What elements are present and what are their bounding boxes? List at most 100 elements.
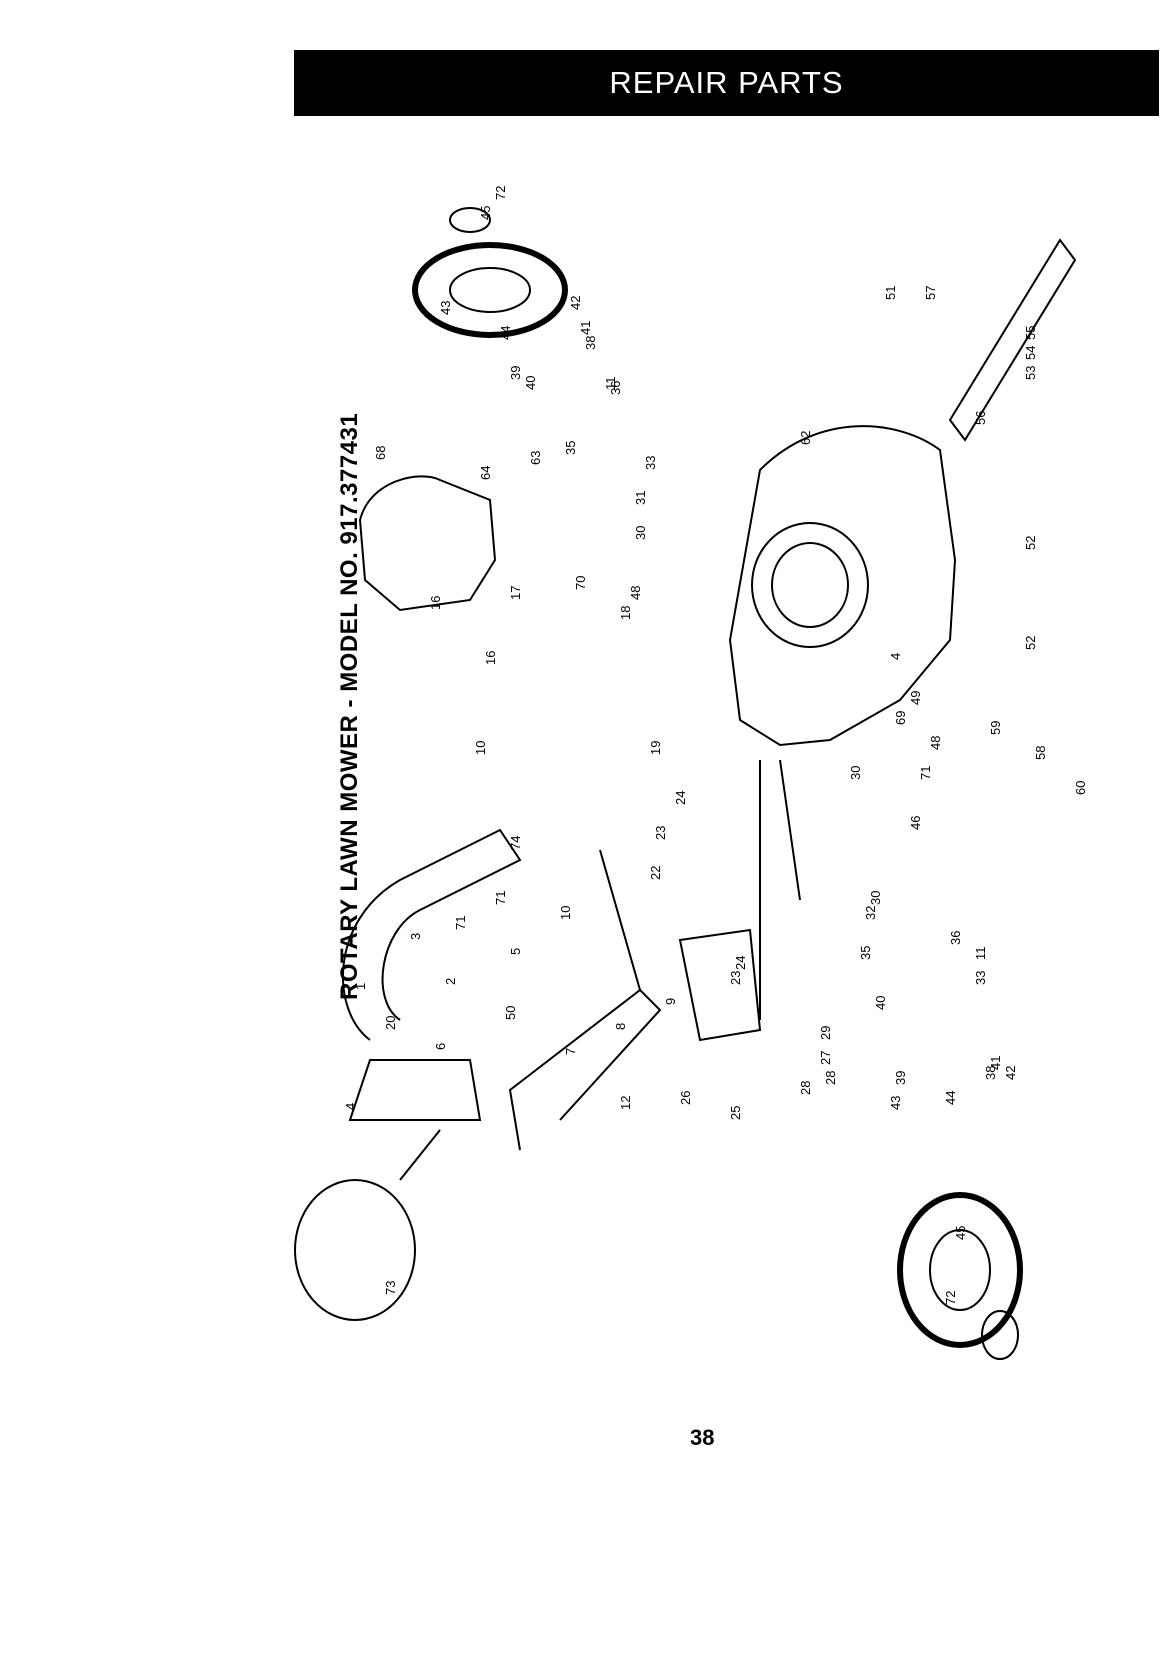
rear-wheel-top [412,242,568,338]
part-callout: 29 [818,1026,833,1040]
part-callout: 33 [973,971,988,985]
part-callout: 43 [438,301,453,315]
part-callout: 44 [498,326,513,340]
part-callout: 38 [583,336,598,350]
part-callout: 2 [443,978,458,985]
part-callout: 51 [883,286,898,300]
grass-bag-frame [348,1059,482,1121]
part-callout: 20 [383,1016,398,1030]
part-callout: 7 [563,1048,578,1055]
rear-wheel-bottom [897,1192,1023,1348]
part-callout: 28 [823,1071,838,1085]
part-callout: 5 [508,948,523,955]
part-callout: 69 [893,711,908,725]
part-callout: 38 [983,1066,998,1080]
part-callout: 10 [473,741,488,755]
upper-handle [342,828,522,1041]
part-callout: 33 [643,456,658,470]
part-callout: 4 [888,653,903,660]
part-callout: 50 [503,1006,518,1020]
part-callout: 26 [678,1091,693,1105]
page-title: REPAIR PARTS [609,65,844,100]
part-callout: 52 [1023,536,1038,550]
part-callout: 28 [798,1081,813,1095]
part-callout: 11 [973,947,988,961]
part-callout: 11 [603,377,618,391]
part-callout: 30 [633,526,648,540]
part-callout: 48 [928,736,943,750]
part-callout: 42 [568,296,583,310]
part-callout: 24 [733,956,748,970]
part-callout: 40 [873,996,888,1010]
part-callout: 49 [908,691,923,705]
part-callout: 40 [523,376,538,390]
part-callout: 56 [973,411,988,425]
engine [358,475,497,612]
part-callout: 36 [948,931,963,945]
lower-handle [508,988,662,1151]
part-callout: 9 [663,998,678,1005]
part-callout: 63 [528,451,543,465]
part-callout: 58 [1033,746,1048,760]
part-callout: 39 [508,366,523,380]
part-callout: 30 [848,766,863,780]
part-callout: 60 [1073,781,1088,795]
grass-bag-detail [294,1179,416,1321]
part-callout: 62 [798,431,813,445]
part-callout: 30 [868,891,883,905]
hubcap-bottom [981,1310,1019,1360]
part-callout: 45 [478,206,493,220]
part-callout: 73 [383,1281,398,1295]
part-callout: 71 [918,766,933,780]
rear-flap [678,928,762,1042]
part-callout: 57 [923,286,938,300]
mower-deck [728,425,957,747]
part-callout: 55 [1023,326,1038,340]
hubcap-top [449,207,491,233]
part-callout: 43 [888,1096,903,1110]
part-callout: 23 [653,826,668,840]
part-callout: 27 [818,1051,833,1065]
part-callout: 41 [988,1056,1003,1070]
part-callout: 16 [483,651,498,665]
part-callout: 70 [573,576,588,590]
part-callout: 32 [863,906,878,920]
part-callout: 6 [433,1043,448,1050]
part-callout: 72 [943,1291,958,1305]
part-callout: 4 [343,1103,358,1110]
part-callout: 39 [893,1071,908,1085]
part-callout: 25 [728,1106,743,1120]
part-callout: 44 [943,1091,958,1105]
part-callout: 16 [428,596,443,610]
part-callout: 72 [493,186,508,200]
part-callout: 64 [478,466,493,480]
part-callout: 48 [628,586,643,600]
header-bar: REPAIR PARTS [294,50,1159,116]
part-callout: 71 [493,891,508,905]
part-callout: 46 [908,816,923,830]
part-callout: 53 [1023,366,1038,380]
part-callout: 36 [608,381,623,395]
part-callout: 41 [578,321,593,335]
deck-motor-opening [751,522,869,648]
part-callout: 54 [1023,346,1038,360]
part-callout: 1 [353,983,368,990]
part-callout: 22 [648,866,663,880]
part-callout: 42 [1003,1066,1018,1080]
part-callout: 35 [858,946,873,960]
part-callout: 52 [1023,636,1038,650]
part-callout: 59 [988,721,1003,735]
page-number: 38 [690,1425,715,1450]
part-callout: 71 [453,916,468,930]
part-callout: 74 [508,836,523,850]
part-callout: 24 [673,791,688,805]
part-callout: 19 [648,741,663,755]
part-callout: 12 [618,1096,633,1110]
part-callout: 45 [953,1226,968,1240]
part-callout: 3 [408,933,423,940]
part-callout: 23 [728,971,743,985]
part-callout: 31 [633,491,648,505]
part-callout: 68 [373,446,388,460]
part-callout: 17 [508,586,523,600]
